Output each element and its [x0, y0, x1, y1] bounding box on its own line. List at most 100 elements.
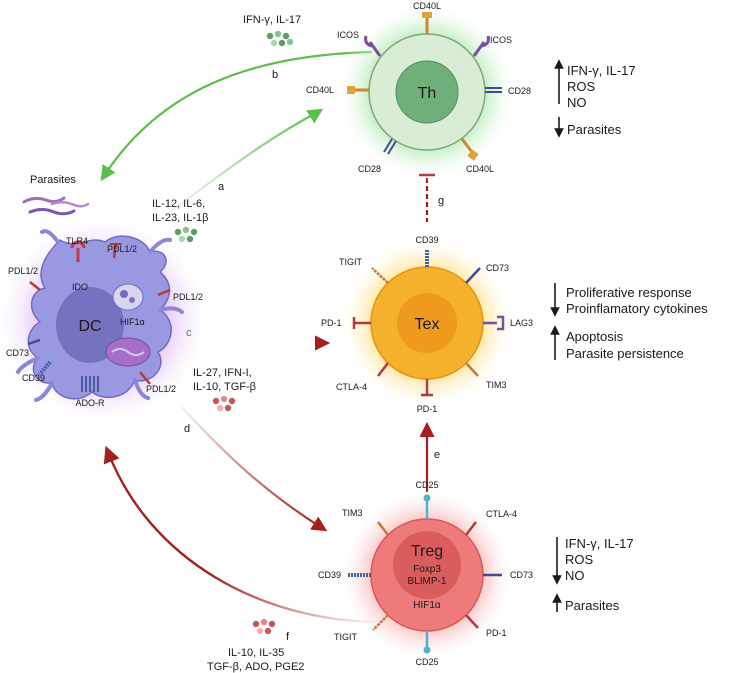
th-icos-right-receptor: [472, 35, 490, 57]
dc-pdl-receptor-1: [110, 243, 122, 259]
dc-tlr4: TLR4: [66, 236, 88, 246]
dc-ador: ADO-R: [76, 398, 106, 408]
tex-tigit-receptor: [371, 267, 389, 284]
dc-marker-cd39: CD39: [22, 373, 45, 383]
treg-marker-pd1: PD-1: [486, 628, 507, 638]
dc-marker-cd73: CD73: [6, 348, 29, 358]
dc-marker-pdl-2: PDL1/2: [8, 266, 38, 276]
dc-marker-pdl-1: PDL1/2: [107, 244, 137, 254]
treg-effects: IFN-γ, IL-17 ROS NO Parasites: [552, 536, 634, 613]
treg-marker-cd39: CD39: [318, 570, 341, 580]
dc-marker-pdl-3: PDL1/2: [173, 292, 203, 302]
th-cd40l-top-receptor: [422, 12, 432, 34]
th-effect-down-1: Parasites: [567, 122, 622, 137]
th-marker-cd28-right: CD28: [508, 86, 531, 96]
tex-lag3-receptor: [483, 315, 505, 331]
th-effects: IFN-γ, IL-17 ROS NO Parasites: [554, 59, 636, 138]
treg-marker-tim3: TIM3: [342, 508, 363, 518]
tex-marker-pd1-left: PD-1: [321, 318, 342, 328]
parasites-icon: [22, 196, 90, 216]
cytokine-a-line2: IL-23, IL-1β: [152, 212, 208, 224]
th-marker-cd40l-bottom: CD40L: [466, 164, 494, 174]
arrow-letter-b: b: [272, 69, 278, 81]
dc-vesicle-hif1a: [112, 283, 144, 311]
tex-effect-down-1: Proliferative response: [566, 285, 692, 300]
treg-hif1a: HIF1α: [413, 600, 441, 611]
cytokine-a-dots: [174, 226, 198, 243]
treg-pd1-receptor: [465, 614, 479, 629]
th-marker-cd40l-top: CD40L: [413, 1, 441, 11]
dc-marker-pdl-4: PDL1/2: [146, 384, 176, 394]
arrow-d-head: [310, 516, 328, 532]
tex-marker-lag3: LAG3: [510, 318, 533, 328]
cytokine-c-line2: IL-10, TGF-β: [193, 381, 256, 393]
treg-ctla4-receptor: [465, 521, 477, 536]
cytokine-b-label: IFN-γ, IL-17: [243, 14, 301, 26]
dc-hif1a: HIF1α: [120, 317, 145, 327]
cytokine-b-dots: [266, 30, 294, 47]
treg-marker-cd25-top: CD25: [415, 480, 438, 490]
treg-effect-down-2: ROS: [565, 552, 594, 567]
th-label: Th: [418, 85, 437, 102]
th-cd28-right-receptor: [485, 87, 502, 93]
treg-marker-tigit: TIGIT: [334, 632, 357, 642]
tex-effect-up-1: Apoptosis: [566, 329, 624, 344]
treg-foxp3: Foxp3: [413, 564, 441, 575]
th-marker-icos-right: ICOS: [490, 35, 512, 45]
cytokine-f-line1: IL-10, IL-35: [228, 647, 284, 659]
th-icos-left-receptor: [364, 35, 382, 57]
arrow-letter-e: e: [434, 449, 440, 461]
cytokine-a-line1: IL-12, IL-6,: [152, 198, 205, 210]
dc-pdl-receptor-2: [29, 281, 41, 291]
dc-ador-receptor: [81, 376, 99, 392]
tex-marker-cd39: CD39: [415, 235, 438, 245]
th-cd40l-left-receptor: [347, 86, 369, 94]
tex-pd1-bottom-receptor: [421, 379, 433, 397]
th-effect-up-2: ROS: [567, 79, 596, 94]
treg-blimp1: BLIMP-1: [408, 576, 447, 587]
th-cd28-bottom-receptor: [383, 138, 397, 155]
cytokine-c-dots: [212, 395, 236, 412]
treg-effect-up-1: Parasites: [565, 598, 620, 613]
tex-marker-pd1-bottom: PD-1: [417, 404, 438, 414]
th-effect-up-3: NO: [567, 95, 587, 110]
tex-cell: Tex CD39 TIGIT CD73 PD-1 LAG3 CTLA-4 TIM…: [321, 235, 533, 414]
dc-ido: IDO: [72, 282, 88, 292]
arrow-b-th-to-dc: [100, 50, 373, 182]
tex-cd73-receptor: [465, 267, 481, 284]
treg-effect-down-3: NO: [565, 568, 585, 583]
tex-tim3-receptor: [465, 362, 479, 377]
tex-marker-tim3: TIM3: [486, 380, 507, 390]
tex-effect-up-2: Parasite persistence: [566, 346, 684, 361]
tex-pd1-left-receptor: [352, 317, 371, 329]
cytokine-c-line1: IL-27, IFN-I,: [193, 367, 252, 379]
tex-ctla4-receptor: [377, 362, 389, 377]
arrow-a-dc-to-th: [169, 111, 319, 213]
treg-label: Treg: [411, 543, 443, 560]
cytokine-f-dots: [252, 618, 276, 635]
th-cd40l-bottom-receptor: [460, 138, 479, 161]
dc-pdl-receptor-4: [139, 371, 151, 385]
dc-tlr4-receptor: [70, 240, 86, 262]
arrow-letter-d: d: [184, 423, 190, 435]
dc-cd39-receptor: [38, 360, 52, 376]
treg-marker-cd25-bottom: CD25: [415, 657, 438, 667]
tex-effect-down-2: Proinflamatory cytokines: [566, 301, 708, 316]
treg-marker-ctla4: CTLA-4: [486, 509, 517, 519]
arrow-letter-a: a: [218, 181, 225, 193]
th-marker-icos-left: ICOS: [337, 30, 359, 40]
th-marker-cd28-bottom: CD28: [358, 164, 381, 174]
tex-marker-ctla4: CTLA-4: [336, 382, 367, 392]
treg-tigit-receptor: [372, 614, 389, 631]
dc-cd73-receptor: [27, 338, 41, 346]
arrow-a-head: [306, 108, 324, 124]
arrow-d-dc-to-treg: [179, 404, 323, 529]
arrow-f-treg-to-dc: [103, 445, 377, 624]
treg-tim3-receptor: [377, 521, 389, 536]
tex-effects: Proliferative response Proinflamatory cy…: [550, 283, 708, 361]
parasites-label: Parasites: [30, 174, 76, 186]
th-cell: Th CD40L ICOS ICOS CD40L CD28 CD28 CD40L: [306, 1, 531, 182]
tex-label: Tex: [415, 316, 440, 333]
tex-marker-cd73: CD73: [486, 263, 509, 273]
